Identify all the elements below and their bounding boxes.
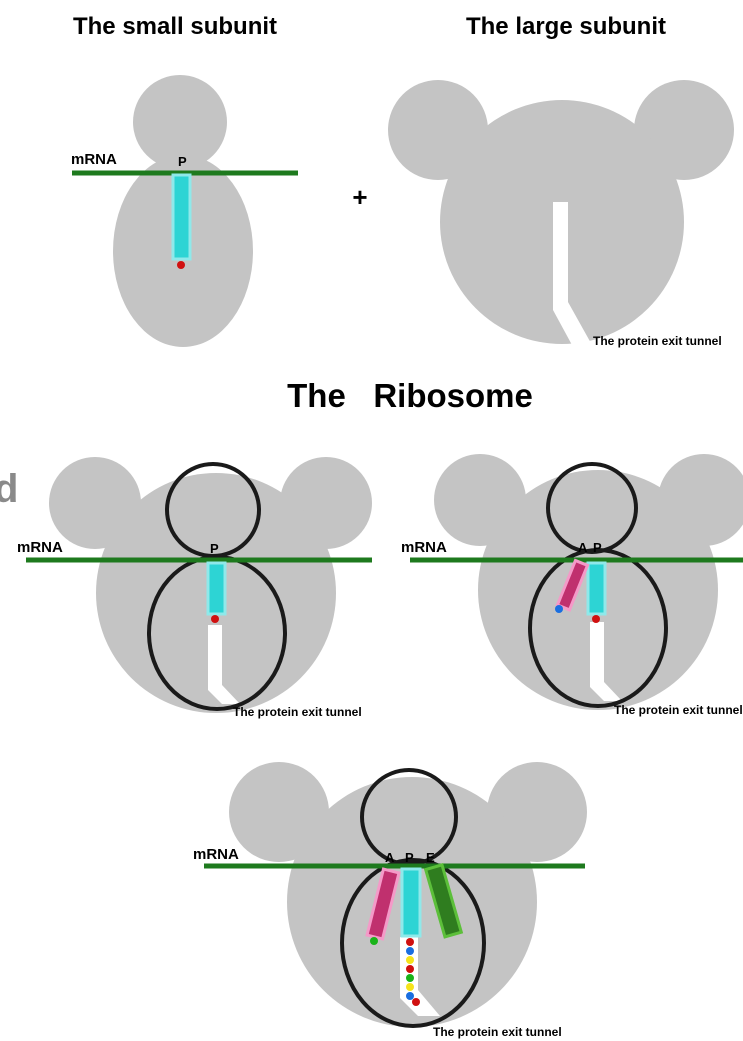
small-subunit-heading: The small subunit [73,13,277,40]
amino-acid [406,956,414,964]
amino-acid [406,938,414,946]
ribosome-a-p-site-panel: mRNA A P The protein exit tunnel [401,454,743,717]
e-site-label: E [426,850,435,865]
amino-acid [412,998,420,1006]
amino-acid [406,983,414,991]
plus-sign: + [352,182,367,212]
ribosome-title: The Ribosome [287,377,533,414]
ribosome-p-site-panel: mRNA P The protein exit tunnel [17,457,372,719]
amino-acid [406,992,414,1000]
exit-tunnel-label: The protein exit tunnel [233,705,362,719]
p-site-label: P [210,541,219,556]
p-site-trna [402,869,420,936]
large-subunit-panel: The protein exit tunnel [388,80,734,348]
mrna-label: mRNA [71,151,117,168]
amino-acid [211,615,219,623]
p-site-trna [588,563,605,614]
small-subunit-panel: mRNA P [71,75,298,347]
large-subunit-heading: The large subunit [466,13,666,40]
mrna-label: mRNA [401,539,447,556]
p-site-trna [173,175,190,259]
p-site-trna [208,563,225,614]
amino-acid [406,974,414,982]
ribosome-a-p-e-site-panel: mRNA A P E The protein exit tunnel [193,762,587,1039]
clipped-glyph: d [0,467,18,511]
p-site-label: P [593,540,602,555]
amino-acid [555,605,563,613]
a-site-label: A [578,540,588,555]
exit-tunnel-label: The protein exit tunnel [614,703,743,717]
mrna-label: mRNA [193,846,239,863]
p-site-label: P [405,850,414,865]
amino-acid [592,615,600,623]
amino-acid [177,261,185,269]
amino-acid [370,937,378,945]
exit-tunnel-label: The protein exit tunnel [593,334,722,348]
p-site-label: P [178,154,187,169]
amino-acid [406,965,414,973]
a-site-label: A [385,850,395,865]
mrna-label: mRNA [17,539,63,556]
exit-tunnel-label: The protein exit tunnel [433,1025,562,1039]
amino-acid [406,947,414,955]
